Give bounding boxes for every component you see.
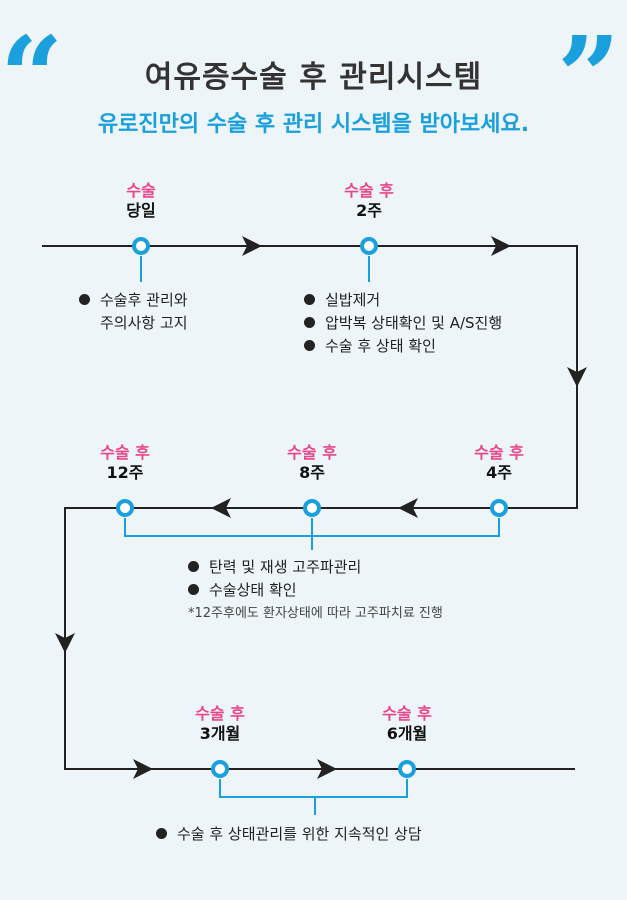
bullet-icon: [79, 294, 90, 305]
arrow-right-4: [317, 759, 337, 779]
note-day-line-2: 주의사항 고지: [100, 314, 188, 332]
stage-6m: 수술 후 6개월: [347, 704, 467, 744]
note-2w-item: 수술 후 상태 확인: [325, 337, 436, 355]
arrow-down-2: [55, 633, 75, 653]
stage-2w-label: 수술 후: [344, 181, 394, 200]
arrowheads: [55, 236, 587, 779]
connector-months: [219, 779, 408, 798]
stage-day-label: 수술: [126, 181, 156, 200]
bullet-icon: [156, 828, 167, 839]
bullet-icon: [188, 584, 199, 595]
node-2w: [360, 237, 378, 255]
stage-day: 수술 당일: [81, 181, 201, 221]
stage-12w-when: 12주: [106, 463, 144, 482]
bullet-icon: [188, 561, 199, 572]
note-weeks-item: 수술상태 확인: [209, 581, 297, 599]
stage-3m: 수술 후 3개월: [160, 704, 280, 744]
arrow-right-2: [491, 236, 511, 256]
arrow-right-3: [133, 759, 153, 779]
stage-8w: 수술 후 8주: [252, 443, 372, 483]
arrow-down-1: [567, 367, 587, 387]
stage-2w: 수술 후 2주: [309, 181, 429, 221]
note-weeks-footnote: *12주후에도 환자상태에 따라 고주파치료 진행: [188, 606, 443, 621]
page-subtitle: 유로진만의 수술 후 관리 시스템을 받아보세요.: [97, 112, 530, 137]
page-title: 여유증수술 후 관리시스템: [144, 60, 483, 95]
stage-3m-label: 수술 후: [195, 704, 245, 723]
stage-4w-when: 4주: [486, 463, 512, 482]
node-8w: [303, 499, 321, 517]
stage-8w-label: 수술 후: [287, 443, 337, 462]
bullet-icon: [304, 294, 315, 305]
arrow-left-2: [211, 498, 231, 518]
stage-day-when: 당일: [126, 201, 156, 220]
node-day: [132, 237, 150, 255]
bullet-icon: [304, 317, 315, 328]
stage-6m-when: 6개월: [386, 724, 428, 743]
bullet-icon: [304, 340, 315, 351]
arrow-right-1: [242, 236, 262, 256]
arrow-left-1: [398, 498, 418, 518]
stage-12w: 수술 후 12주: [65, 443, 185, 483]
stage-6m-label: 수술 후: [382, 704, 432, 723]
note-day: 수술후 관리와 주의사항 고지: [79, 289, 188, 335]
note-day-line-1: 수술후 관리와: [100, 291, 188, 309]
node-4w: [490, 499, 508, 517]
note-2w-item: 압박복 상태확인 및 A/S진행: [325, 314, 503, 332]
note-months: 수술 후 상태관리를 위한 지속적인 상담: [156, 823, 422, 846]
node-12w: [116, 499, 134, 517]
connector-weeks: [124, 518, 500, 537]
close-quote-mark: ”: [557, 12, 621, 141]
node-6m: [398, 760, 416, 778]
note-months-item: 수술 후 상태관리를 위한 지속적인 상담: [177, 825, 422, 843]
stage-2w-when: 2주: [356, 201, 382, 220]
stage-3m-when: 3개월: [199, 724, 241, 743]
note-2w: 실밥제거 압박복 상태확인 및 A/S진행 수술 후 상태 확인: [304, 289, 502, 358]
stage-4w: 수술 후 4주: [439, 443, 559, 483]
open-quote-mark: “: [0, 12, 64, 141]
stage-12w-label: 수술 후: [100, 443, 150, 462]
note-2w-item: 실밥제거: [325, 291, 381, 309]
stage-4w-label: 수술 후: [474, 443, 524, 462]
node-3m: [211, 760, 229, 778]
note-weeks: 탄력 및 재생 고주파관리 수술상태 확인 *12주후에도 환자상태에 따라 고…: [188, 556, 443, 625]
stage-8w-when: 8주: [299, 463, 325, 482]
note-weeks-item: 탄력 및 재생 고주파관리: [209, 558, 362, 576]
